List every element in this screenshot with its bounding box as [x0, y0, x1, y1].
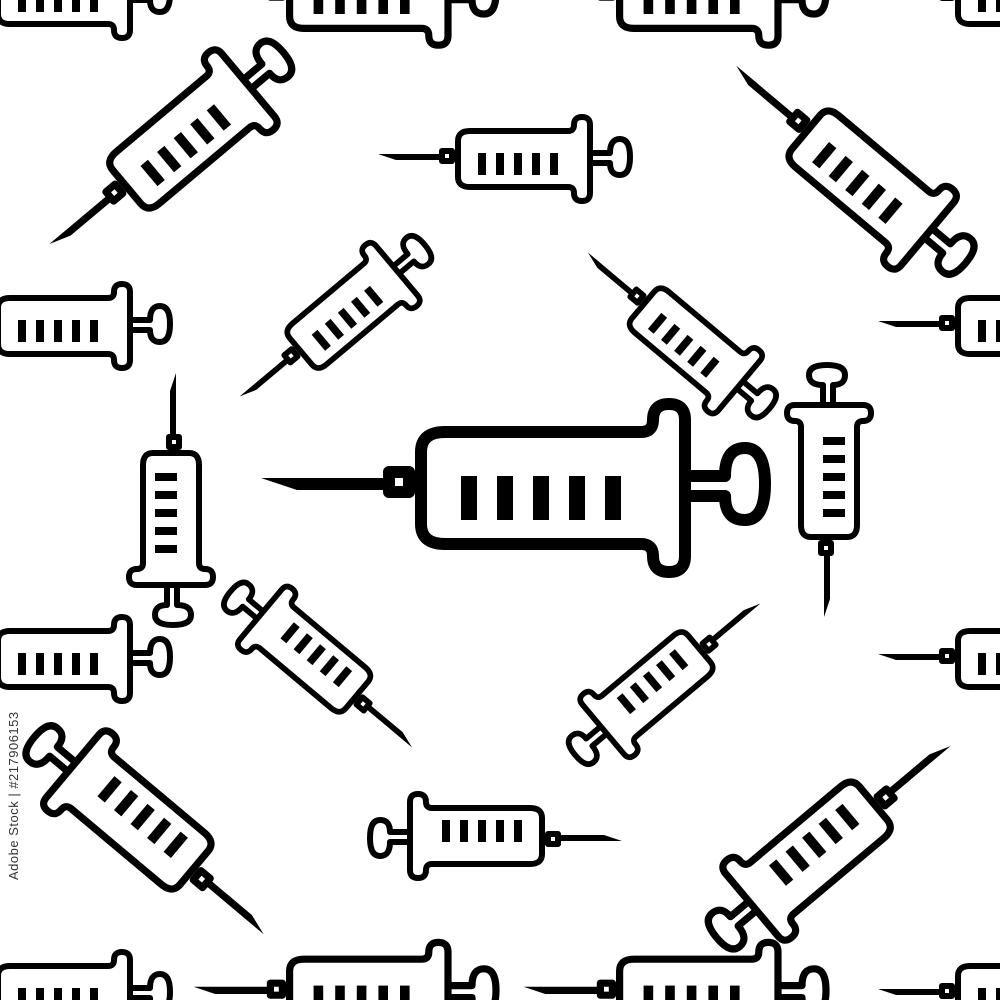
syringe-icon: [548, 569, 783, 784]
syringe-icon: [129, 373, 213, 625]
syringe-icon: [194, 942, 496, 1000]
syringe-icon: [524, 0, 826, 45]
syringe-icon: [878, 0, 1000, 38]
syringe-icon: [878, 952, 1000, 1000]
syringe-icon: [3, 697, 299, 969]
syringe-icon: [261, 404, 765, 572]
syringe-icon: [878, 284, 1000, 368]
syringe-icon: [0, 952, 170, 1000]
syringe-icon: [0, 284, 170, 368]
syringe-icon: [0, 617, 170, 701]
syringe-icon: [206, 559, 441, 774]
syringe-icon: [217, 216, 452, 431]
syringe-icon: [683, 703, 979, 975]
syringe-icon: [787, 365, 871, 617]
syringe-icon: [21, 16, 317, 288]
syringe-icon: [524, 942, 826, 1000]
syringe-icon: [378, 117, 630, 201]
syringe-icon: [700, 32, 996, 304]
stock-id-watermark: Adobe Stock | #217906153: [6, 711, 21, 880]
syringe-icon: [0, 0, 170, 38]
syringe-icon: [194, 0, 496, 45]
syringe-icon: [370, 794, 622, 878]
syringe-icon: [878, 617, 1000, 701]
